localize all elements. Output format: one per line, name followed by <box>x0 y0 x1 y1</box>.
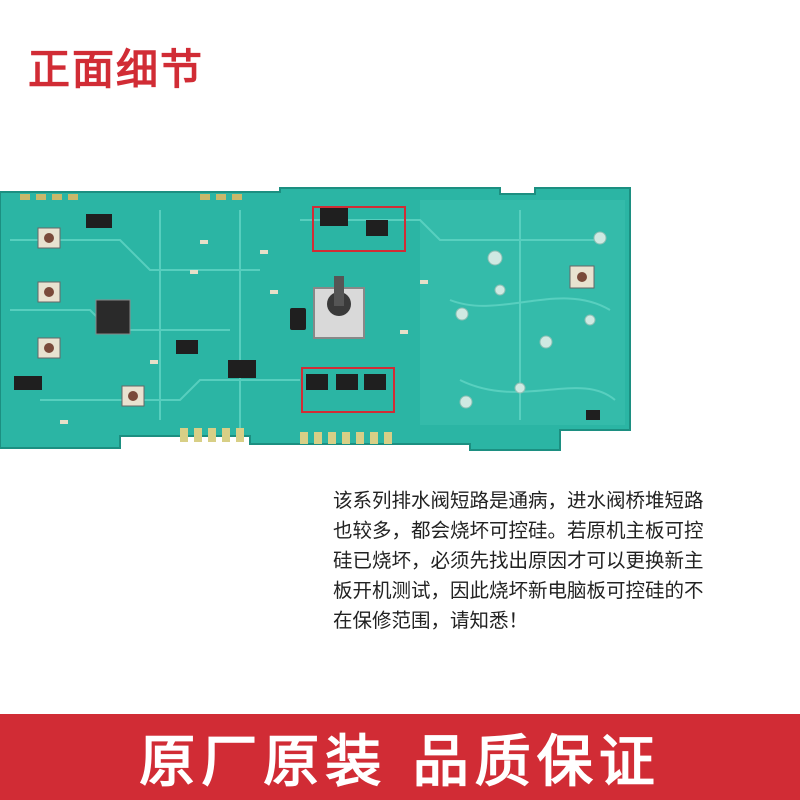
description-line: 在保修范围，请知悉！ <box>333 609 529 632</box>
highlight-box-top <box>312 206 406 252</box>
page-title: 正面细节 <box>28 45 205 94</box>
description-text: 该系列排水阀短路是通病，进水阀桥堆短路 也较多，都会烧坏可控硅。若原机主板可控 … <box>333 486 783 636</box>
microcontroller-chip <box>95 299 131 335</box>
description-line: 也较多，都会烧坏可控硅。若原机主板可控 <box>333 519 704 542</box>
description-line: 该系列排水阀短路是通病，进水阀桥堆短路 <box>333 489 704 512</box>
description-line: 板开机测试，因此烧坏新电脑板可控硅的不 <box>333 579 704 602</box>
description-line: 硅已烧坏，必须先找出原因才可以更换新主 <box>333 549 704 572</box>
quality-banner: 原厂原装 品质保证 <box>0 714 800 800</box>
circuit-board-photo <box>0 180 800 480</box>
highlight-box-bottom <box>301 367 395 413</box>
